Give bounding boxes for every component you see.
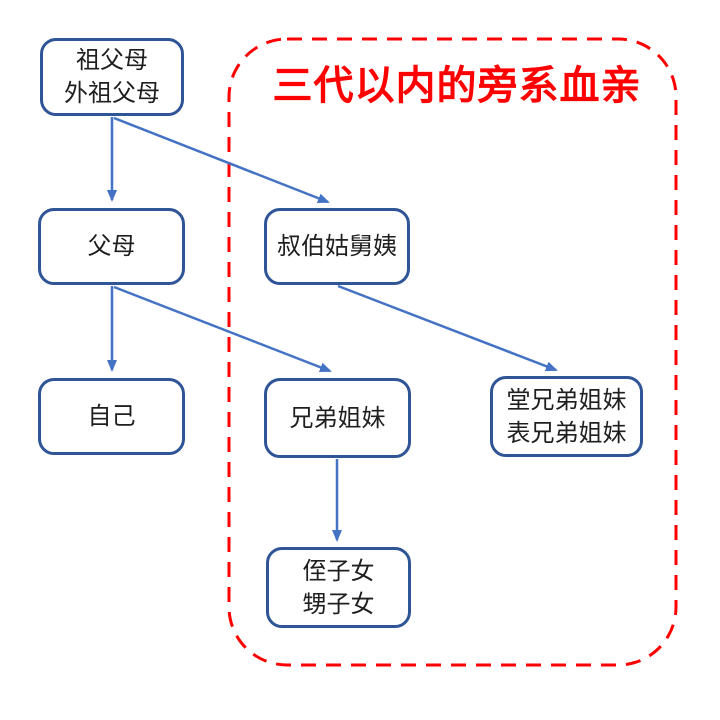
node-label-line: 堂兄弟姐妹 <box>506 385 627 414</box>
node-label-line: 叔伯姑舅姨 <box>277 232 397 260</box>
scope-title: 三代以内的旁系血亲 <box>272 63 642 109</box>
node-label-line: 祖父母 <box>76 46 148 74</box>
node-label-line: 自己 <box>87 402 136 430</box>
node-label-line: 兄弟姐妹 <box>289 403 386 432</box>
node-label-line: 表兄弟姐妹 <box>506 418 627 447</box>
node-label-line: 父母 <box>87 232 136 260</box>
node-cousins: 堂兄弟姐妹 表兄弟姐妹 <box>490 376 643 457</box>
node-label-line: 外祖父母 <box>64 79 160 107</box>
node-parents: 父母 <box>38 208 185 285</box>
edge-parents-siblings-arrow <box>113 285 332 373</box>
node-nephews-nieces: 侄子女 甥子女 <box>266 547 411 628</box>
edge-grandparents-uncles-arrow <box>113 116 330 204</box>
node-siblings: 兄弟姐妹 <box>264 378 411 458</box>
node-label-line: 侄子女 <box>302 556 375 585</box>
node-self: 自己 <box>38 378 185 455</box>
edge-uncles-cousins-arrow <box>337 284 558 372</box>
node-label-line: 甥子女 <box>302 589 375 618</box>
node-grandparents: 祖父母 外祖父母 <box>40 38 184 116</box>
node-uncles-aunts: 叔伯姑舅姨 <box>264 208 410 285</box>
scope-dashed-border <box>227 37 678 667</box>
